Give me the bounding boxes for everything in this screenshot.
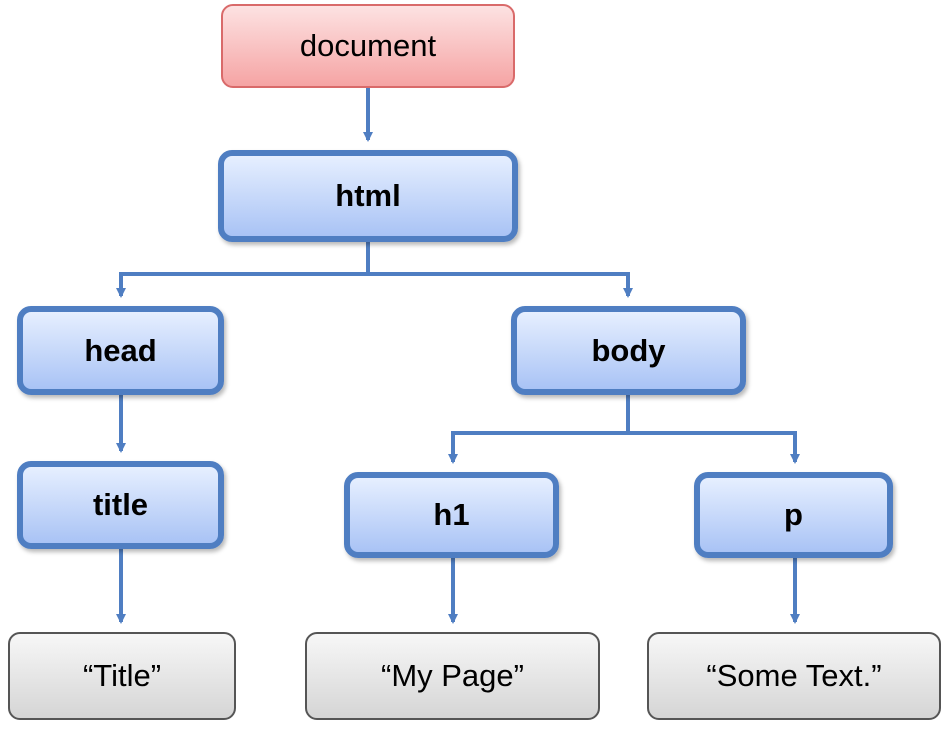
node-h1-label: h1 bbox=[433, 497, 470, 532]
node-p: p bbox=[694, 472, 893, 558]
node-title-text-label: “Title” bbox=[82, 658, 162, 693]
node-p-text-label: “Some Text.” bbox=[706, 658, 882, 693]
node-document: document bbox=[221, 4, 515, 88]
node-html: html bbox=[218, 150, 518, 242]
node-title-text: “Title” bbox=[8, 632, 236, 720]
edge-html-head bbox=[116, 272, 368, 298]
node-title: title bbox=[17, 461, 224, 549]
node-html-label: html bbox=[335, 178, 401, 213]
edge-body-p bbox=[628, 431, 800, 464]
edge-html-body bbox=[368, 272, 633, 298]
node-p-label: p bbox=[784, 497, 803, 532]
node-p-text: “Some Text.” bbox=[647, 632, 941, 720]
edge-body-h1 bbox=[448, 431, 628, 464]
node-head-label: head bbox=[84, 332, 157, 368]
node-title-label: title bbox=[92, 487, 149, 522]
node-body-label: body bbox=[591, 332, 666, 368]
node-h1: h1 bbox=[344, 472, 559, 558]
node-body: body bbox=[511, 306, 746, 395]
node-h1-text-label: “My Page” bbox=[381, 658, 524, 693]
node-document-label: document bbox=[299, 28, 437, 63]
node-head: head bbox=[17, 306, 224, 395]
node-h1-text: “My Page” bbox=[305, 632, 600, 720]
